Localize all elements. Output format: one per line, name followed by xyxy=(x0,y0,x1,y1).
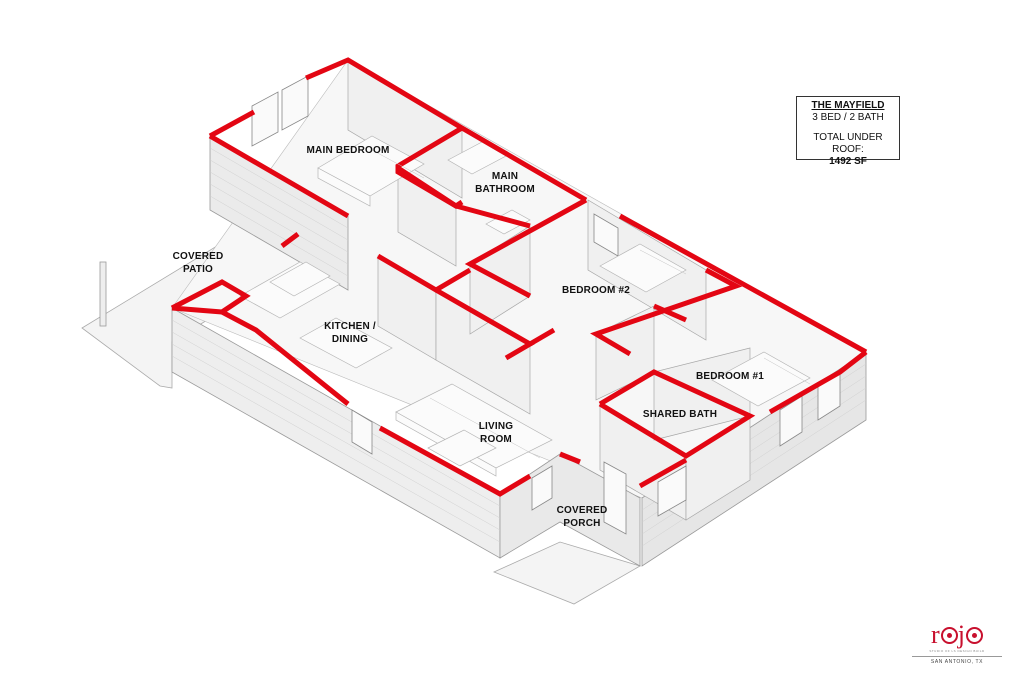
label-covered-patio: COVERED PATIO xyxy=(173,250,224,276)
dining-table xyxy=(299,317,393,369)
main-bathroom-line2: BATHROOM xyxy=(475,184,535,195)
bed-2 xyxy=(599,243,687,293)
living-line1: LIVING xyxy=(478,421,514,432)
kitchen-line2: DINING xyxy=(331,334,369,345)
covered-porch-line2: PORCH xyxy=(563,518,601,529)
title-gap xyxy=(797,124,899,132)
logo-rule xyxy=(912,656,1002,657)
label-bedroom-2: BEDROOM #2 xyxy=(562,284,630,297)
title-block: THE MAYFIELD 3 BED / 2 BATH TOTAL UNDER … xyxy=(796,96,900,167)
logo-r: r xyxy=(931,620,941,649)
window-living xyxy=(351,409,373,455)
covered-patio-line2: PATIO xyxy=(182,264,214,275)
cut-walls xyxy=(170,57,868,497)
window-main-bedroom-2 xyxy=(281,75,309,131)
logo-o-icon xyxy=(940,627,958,644)
bed-1 xyxy=(711,351,811,407)
covered-porch-line1: COVERED xyxy=(556,505,608,516)
detail-lines xyxy=(371,149,811,459)
bedroom-2-text: BEDROOM #2 xyxy=(561,285,631,296)
label-covered-porch: COVERED PORCH xyxy=(557,504,608,530)
shared-bath-text: SHARED BATH xyxy=(642,409,718,420)
logo-tagline: STUDIO OF LS DESIGN BUILD xyxy=(929,649,985,653)
covered-patio-line1: COVERED xyxy=(172,251,224,262)
label-main-bathroom: MAIN BATHROOM xyxy=(475,170,535,196)
window-porch-right xyxy=(657,465,687,517)
label-living-room: LIVING ROOM xyxy=(479,420,514,446)
living-line2: ROOM xyxy=(480,434,512,445)
window-main-bedroom-1 xyxy=(251,91,279,147)
label-bedroom-1: BEDROOM #1 xyxy=(696,370,764,383)
window-porch-left xyxy=(531,465,553,511)
logo-o2-icon xyxy=(965,627,983,644)
roof-label: TOTAL UNDER ROOF: xyxy=(813,132,883,155)
logo-j: j xyxy=(957,620,966,649)
main-bathroom-line1: MAIN xyxy=(491,171,519,182)
bed-main-base xyxy=(317,167,371,207)
beds-baths: 3 BED / 2 BATH xyxy=(812,112,884,123)
main-bedroom-text: MAIN BEDROOM xyxy=(306,145,390,156)
roof-area: 1492 SF xyxy=(829,156,867,167)
kitchen-line1: KITCHEN / xyxy=(324,321,376,332)
label-shared-bath: SHARED BATH xyxy=(643,408,717,421)
furniture xyxy=(239,135,811,477)
coffee-table xyxy=(427,429,497,467)
front-door xyxy=(603,461,627,535)
logo-city: SAN ANTONIO, TX xyxy=(930,659,984,665)
bedroom-1-text: BEDROOM #1 xyxy=(695,371,765,382)
plan-name: THE MAYFIELD xyxy=(811,100,885,111)
kitchen-island xyxy=(269,261,331,297)
label-kitchen-dining: KITCHEN / DINING xyxy=(324,320,376,346)
label-main-bedroom: MAIN BEDROOM xyxy=(307,144,390,157)
patio-post xyxy=(99,261,107,327)
